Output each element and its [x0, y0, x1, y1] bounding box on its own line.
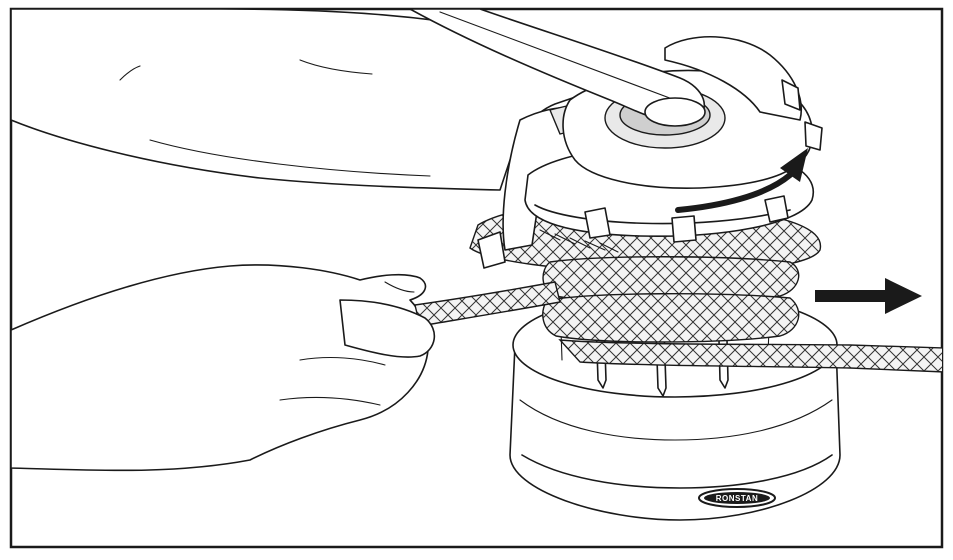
ronstan-logo: RONSTAN	[698, 488, 776, 508]
arrow-right-icon	[815, 278, 922, 314]
ronstan-logo-text: RONSTAN	[716, 494, 758, 503]
rope-tail-left	[414, 281, 561, 327]
curved-arrow-clockwise-icon	[675, 148, 808, 213]
lower-arm	[11, 264, 430, 472]
fingers	[339, 299, 436, 358]
winch-handle	[409, 9, 706, 127]
